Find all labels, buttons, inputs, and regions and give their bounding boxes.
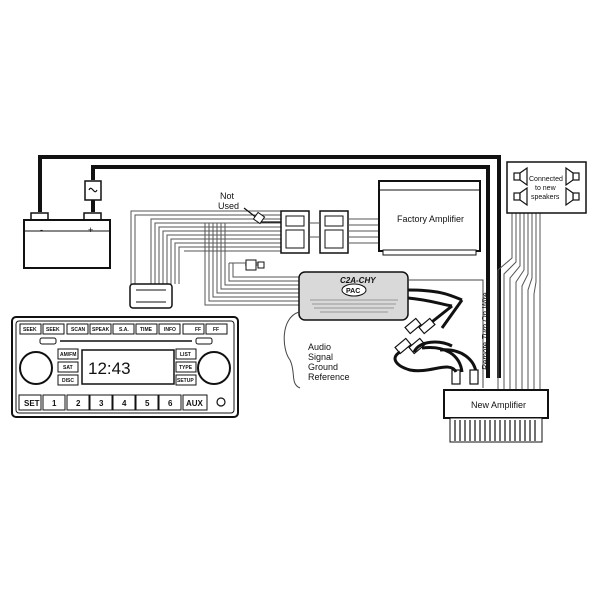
preset-3[interactable]: 3 — [99, 399, 104, 408]
audio-ref-label-4: Reference — [308, 372, 350, 382]
audio-ref-label-2: Signal — [308, 352, 333, 362]
ground-reference-wire — [283, 311, 301, 389]
preset-1[interactable]: 1 — [52, 399, 57, 408]
radio-right-buttons: LIST TYPE SETUP — [175, 348, 197, 386]
preset-set[interactable]: SET — [24, 399, 40, 408]
radio-btn-setup[interactable]: SETUP — [177, 378, 194, 384]
radio-btn-type[interactable]: TYPE — [179, 365, 193, 371]
rca-short-cables — [393, 340, 458, 373]
radio-left-buttons: AM/FM SAT DISC — [57, 348, 79, 386]
factory-amplifier-label: Factory Amplifier — [397, 214, 464, 224]
radio-btn-speak[interactable]: SPEAK — [92, 327, 110, 333]
not-used-label-1: Not — [220, 191, 235, 201]
power-wires — [38, 155, 501, 378]
radio-btn-list[interactable]: LIST — [180, 352, 191, 358]
not-used-label-2: Used — [218, 201, 239, 211]
radio-btn-ff-1[interactable]: FF — [195, 327, 201, 333]
battery-positive-loop — [91, 165, 490, 378]
remote-turn-on-label: Remote Turn On Wire — [481, 292, 490, 370]
radio-btn-info[interactable]: INFO — [164, 327, 176, 333]
radio-btn-ff-2[interactable]: FF — [213, 327, 219, 333]
audio-ref-label-1: Audio — [308, 342, 331, 352]
radio-btn-amfm[interactable]: AM/FM — [60, 352, 76, 358]
preset-5[interactable]: 5 — [145, 399, 150, 408]
radio-btn-scan[interactable]: SCAN — [71, 327, 86, 333]
module-model: C2A-CHY — [340, 276, 376, 285]
tune-knob[interactable] — [197, 351, 231, 385]
radio-display — [81, 349, 175, 385]
factory-amplifier: Factory Amplifier — [378, 180, 481, 256]
radio-btn-sat[interactable]: SAT — [63, 365, 73, 371]
radio-btn-disc[interactable]: DISC — [62, 378, 74, 384]
fuse — [84, 180, 102, 201]
battery-negative-label: - — [40, 225, 43, 235]
speakers-label-2: to new — [535, 185, 557, 192]
radio-top-buttons: SEEK SEEK SCAN SPEAK S.A. TIME INFO FF F… — [19, 323, 228, 335]
speakers-label-1: Connected — [529, 176, 563, 183]
preset-6[interactable]: 6 — [168, 399, 173, 408]
rca-plugs — [394, 317, 479, 385]
speakers-box: Connected to new speakers — [506, 161, 587, 214]
small-connector — [245, 259, 265, 271]
radio-preset-buttons: SET 1 2 3 4 5 6 AUX — [18, 394, 226, 411]
speaker-icon — [513, 166, 580, 207]
preset-4[interactable]: 4 — [122, 399, 127, 408]
factory-harness-wires — [130, 210, 281, 284]
connector-to-factory-amp-wires — [309, 218, 379, 244]
new-amplifier-label: New Amplifier — [471, 400, 526, 410]
radio-btn-sa[interactable]: S.A. — [119, 327, 129, 333]
aux-jack-icon — [216, 397, 226, 407]
factory-radio: SEEK SEEK SCAN SPEAK S.A. TIME INFO FF F… — [11, 316, 239, 418]
battery-negative-loop — [38, 155, 501, 378]
radio-display-time: 12:43 — [88, 359, 131, 378]
radio-btn-seek-back[interactable]: SEEK — [23, 327, 37, 333]
radio-btn-seek-fwd[interactable]: SEEK — [46, 327, 60, 333]
module-fine-print — [310, 299, 398, 313]
c2a-chy-module: C2A-CHY PAC — [298, 271, 409, 321]
unused-lead — [243, 207, 282, 225]
rca-cables — [407, 288, 478, 373]
module-brand: PAC — [346, 288, 360, 295]
preset-2[interactable]: 2 — [76, 399, 81, 408]
harness-connector-left — [280, 210, 310, 254]
audio-ref-label-3: Ground — [308, 362, 338, 372]
speaker-wires — [497, 213, 541, 390]
volume-knob[interactable] — [19, 351, 53, 385]
battery: - + — [23, 212, 111, 269]
radio-harness-plug — [129, 283, 173, 309]
speakers-label-3: speakers — [531, 194, 560, 201]
harness-connector-right — [319, 210, 349, 254]
new-amplifier-terminals — [454, 420, 536, 441]
remote-turn-on-wire: Remote Turn On Wire — [408, 279, 490, 388]
eject-button[interactable] — [39, 337, 57, 345]
preset-aux[interactable]: AUX — [186, 399, 204, 408]
new-amplifier: New Amplifier — [443, 389, 549, 443]
rnd-button[interactable] — [195, 337, 213, 345]
battery-positive-label: + — [88, 225, 93, 235]
harness-to-module-wires — [204, 223, 303, 306]
radio-btn-time[interactable]: TIME — [140, 327, 153, 333]
